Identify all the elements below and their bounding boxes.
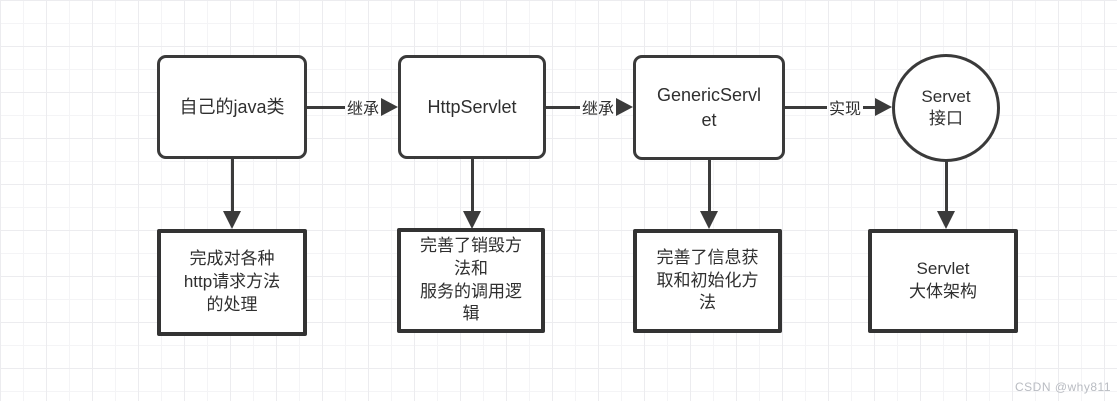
arrow-right-icon xyxy=(381,98,398,116)
edge-inherit-1-label: 继承 xyxy=(346,101,379,118)
edge-java-class-down xyxy=(222,159,242,229)
arrow-down-icon xyxy=(700,211,718,229)
edge-line xyxy=(707,160,711,211)
edge-line xyxy=(470,159,474,211)
edge-line xyxy=(785,105,827,109)
node-generic-servlet: GenericServl et xyxy=(633,55,785,160)
edge-inherit-2-label: 继承 xyxy=(581,101,614,118)
edge-line xyxy=(230,159,234,211)
arrow-right-icon xyxy=(616,98,633,116)
edge-http-servlet-down xyxy=(462,159,482,229)
edge-implement-label: 实现 xyxy=(828,101,861,118)
edge-line xyxy=(863,105,875,109)
edge-line xyxy=(307,105,345,109)
node-desc-http-handling: 完成对各种 http请求方法 的处理 xyxy=(157,229,307,336)
arrow-down-icon xyxy=(463,211,481,229)
arrow-down-icon xyxy=(223,211,241,229)
arrow-right-icon xyxy=(875,98,892,116)
edge-inherit-1: 继承 xyxy=(307,90,398,124)
edge-generic-servlet-down xyxy=(699,160,719,229)
node-desc-servlet-arch: Servlet 大体架构 xyxy=(868,229,1018,333)
node-java-class: 自己的java类 xyxy=(157,55,307,159)
edge-implement: 实现 xyxy=(785,90,892,124)
node-desc-info-init: 完善了信息获 取和初始化方 法 xyxy=(633,229,782,333)
arrow-down-icon xyxy=(937,211,955,229)
edge-servlet-interface-down xyxy=(936,161,956,229)
edge-line xyxy=(546,105,580,109)
edge-line xyxy=(944,161,948,211)
node-desc-destroy-service: 完善了销毁方 法和 服务的调用逻 辑 xyxy=(397,228,545,333)
edge-inherit-2: 继承 xyxy=(546,90,633,124)
node-servlet-interface: Servet 接口 xyxy=(892,54,1000,162)
node-http-servlet: HttpServlet xyxy=(398,55,546,159)
csdn-watermark: CSDN @why811 xyxy=(1015,380,1111,394)
